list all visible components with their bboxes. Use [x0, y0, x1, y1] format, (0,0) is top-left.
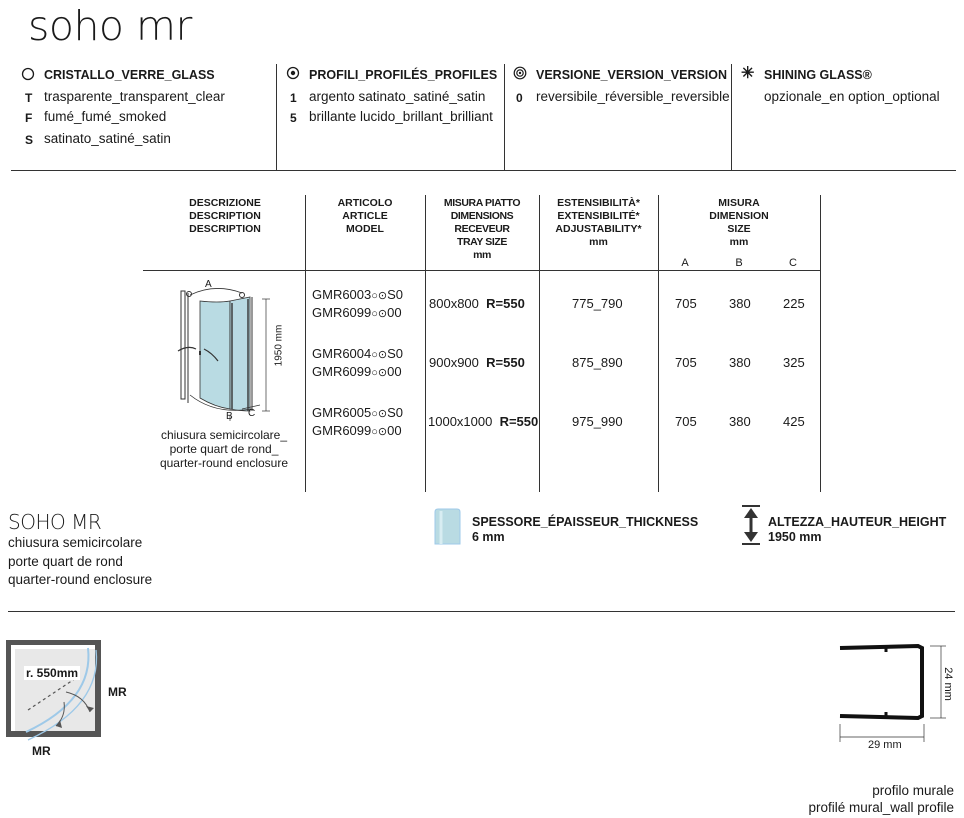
- product-table: DESCRIZIONE DESCRIPTION DESCRIPTION ARTI…: [143, 195, 821, 492]
- dot-circle-icon: ⊙: [377, 367, 388, 379]
- dim-a: 705: [675, 296, 697, 311]
- product-name: SOHO MR: [8, 510, 102, 534]
- legend-value: reversibile_réversible_reversible: [536, 89, 730, 104]
- header-adjustability: ESTENSIBILITÀ* EXTENSIBILITÉ* ADJUSTABIL…: [555, 197, 642, 248]
- article-code: GMR6099○⊙00: [312, 423, 402, 438]
- circle-icon: ○: [371, 408, 378, 420]
- circle-icon: ○: [371, 308, 378, 320]
- dim-c: 425: [783, 414, 805, 429]
- dim-b: 380: [729, 414, 751, 429]
- circle-icon: ○: [371, 426, 378, 438]
- circle-icon: [21, 67, 35, 81]
- legend-value: trasparente_transparent_clear: [44, 89, 225, 104]
- dot-circle-icon: ⊙: [377, 308, 388, 320]
- article-code: GMR6005○⊙S0: [312, 405, 404, 420]
- dot-circle-icon: ⊙: [377, 290, 388, 302]
- tray-size: 900x900 R=550: [429, 355, 525, 370]
- legend-shining: ✳ SHINING GLASS® opzionale_en option_opt…: [731, 64, 956, 170]
- diagram-label-a: A: [205, 279, 212, 290]
- double-circle-icon: [513, 66, 527, 80]
- dim-c: 225: [783, 296, 805, 311]
- circle-icon: ○: [371, 290, 378, 302]
- dim-b: 380: [729, 355, 751, 370]
- diagram-label-height: 1950 mm: [273, 324, 285, 367]
- legend-shining-heading: SHINING GLASS®: [764, 68, 872, 82]
- legend-key: S: [25, 133, 34, 147]
- dim-a: 705: [675, 414, 697, 429]
- dim-b: 380: [729, 296, 751, 311]
- article-code: GMR6003○⊙S0: [312, 287, 404, 302]
- legend-key: F: [25, 111, 33, 125]
- legend-value: brillante lucido_brillant_brilliant: [309, 109, 493, 124]
- profile-height-label: 24 mm: [942, 667, 954, 701]
- thickness-value: 6 mm: [472, 530, 505, 544]
- product-caption: chiusura semicircolare_ porte quart de r…: [159, 428, 289, 470]
- adjustability: 775_790: [572, 296, 623, 311]
- profile-caption: profilo murale profilé mural_wall profil…: [808, 783, 954, 815]
- plan-mr-right: MR: [108, 685, 127, 699]
- diagram-label-b: B: [226, 411, 233, 422]
- legend: CRISTALLO_VERRE_GLASS T trasparente_tran…: [11, 64, 956, 171]
- glass-thickness-icon: [434, 508, 461, 545]
- dot-circle-icon: ⊙: [377, 408, 388, 420]
- circle-icon: ○: [371, 367, 378, 379]
- header-article: ARTICOLO ARTICLE MODEL: [337, 197, 393, 235]
- plan-mr-bottom: MR: [32, 744, 51, 758]
- circle-icon: ○: [371, 349, 378, 361]
- plan-radius-label: r. 550mm: [24, 666, 81, 680]
- article-code: GMR6099○⊙00: [312, 305, 402, 320]
- legend-key: 1: [290, 91, 297, 105]
- adjustability: 975_990: [572, 414, 623, 429]
- plan-view-drawing: [6, 640, 101, 741]
- page-title: soho mr: [28, 2, 192, 50]
- legend-value: fumé_fumé_smoked: [44, 109, 167, 124]
- legend-profiles-heading: PROFILI_PROFILÉS_PROFILES: [309, 68, 498, 82]
- height-value: 1950 mm: [768, 530, 822, 544]
- asterisk-icon: ✳: [741, 65, 755, 82]
- header-dimension: MISURA DIMENSION SIZE mm: [709, 197, 769, 248]
- dim-c: 325: [783, 355, 805, 370]
- tray-size: 800x800 R=550: [429, 296, 525, 311]
- header-tray-size: MISURA PIATTO DIMENSIONS RECEVEUR TRAY S…: [443, 197, 521, 261]
- article-code: GMR6004○⊙S0: [312, 346, 404, 361]
- legend-value: argento satinato_satiné_satin: [309, 89, 486, 104]
- dim-a: 705: [675, 355, 697, 370]
- article-code: GMR6099○⊙00: [312, 364, 402, 379]
- enclosure-drawing: [177, 288, 270, 421]
- height-arrow-icon: [742, 505, 760, 545]
- adjustability: 875_890: [572, 355, 623, 370]
- header-dim-b: B: [735, 257, 743, 269]
- header-dim-c: C: [789, 257, 797, 269]
- legend-glass: CRISTALLO_VERRE_GLASS T trasparente_tran…: [11, 64, 276, 170]
- dot-circle-icon: [286, 66, 300, 80]
- header-description: DESCRIZIONE DESCRIPTION DESCRIPTION: [189, 197, 261, 235]
- legend-value: satinato_satiné_satin: [44, 131, 171, 146]
- header-dim-a: A: [681, 257, 689, 269]
- legend-version-heading: VERSIONE_VERSION_VERSION: [536, 68, 728, 82]
- legend-version: VERSIONE_VERSION_VERSION 0 reversibile_r…: [504, 64, 731, 170]
- diagram-label-c: C: [248, 408, 256, 419]
- product-description: chiusura semicircolare porte quart de ro…: [8, 535, 153, 587]
- thickness-label: SPESSORE_ÉPAISSEUR_THICKNESS: [472, 515, 699, 529]
- tray-size: 1000x1000 R=550: [428, 414, 539, 429]
- dot-circle-icon: ⊙: [377, 349, 388, 361]
- profile-width-label: 29 mm: [868, 739, 902, 751]
- wall-profile-drawing: [839, 643, 946, 742]
- legend-key: 0: [516, 91, 523, 105]
- height-label: ALTEZZA_HAUTEUR_HEIGHT: [768, 515, 947, 529]
- legend-key: 5: [290, 111, 297, 125]
- legend-profiles: PROFILI_PROFILÉS_PROFILES 1 argento sati…: [276, 64, 504, 170]
- legend-key: T: [25, 91, 33, 105]
- legend-glass-heading: CRISTALLO_VERRE_GLASS: [44, 68, 215, 82]
- dot-circle-icon: ⊙: [377, 426, 388, 438]
- legend-value: opzionale_en option_optional: [764, 89, 940, 104]
